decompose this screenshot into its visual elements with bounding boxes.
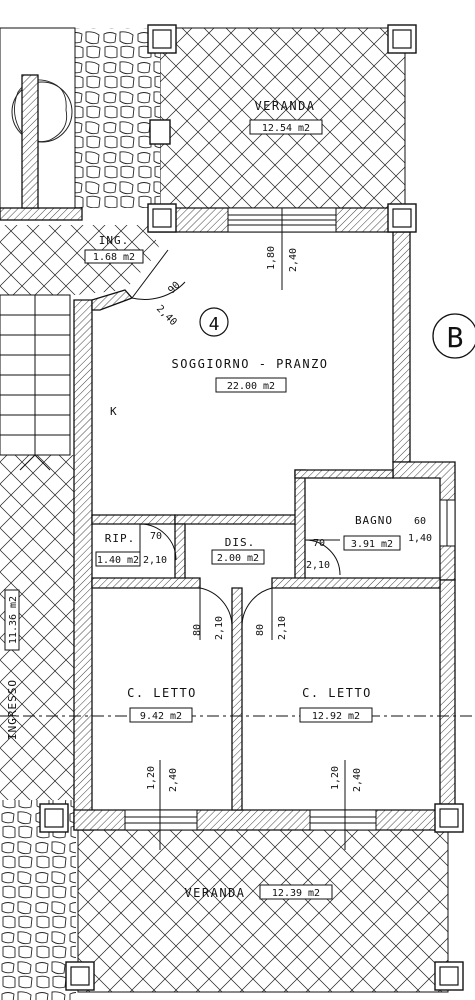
svg-text:2,10: 2,10	[214, 616, 225, 640]
svg-text:2,40: 2,40	[288, 248, 299, 272]
bagno-area: 3.91 m2	[351, 539, 393, 550]
svg-text:1,20: 1,20	[146, 766, 157, 790]
letto-right-area: 12.92 m2	[312, 711, 360, 722]
svg-text:2,10: 2,10	[306, 560, 330, 571]
svg-text:2,40: 2,40	[168, 768, 179, 792]
svg-text:1,40: 1,40	[408, 533, 432, 544]
dim-bagno-window: 60 1,40	[408, 516, 432, 544]
bagno-area-box	[343, 535, 401, 551]
garden-stone-bottom	[0, 800, 76, 1000]
veranda-bottom-area: 12.39 m2	[272, 888, 320, 899]
wall-entry-diagonal	[91, 289, 134, 311]
kitchen-mark: K	[110, 405, 118, 418]
ing-area: 1.68 m2	[93, 252, 135, 263]
dim-entry-door: 90 2,40	[154, 280, 183, 328]
veranda-top-area-box	[249, 119, 323, 135]
svg-text:INGRESSO: INGRESSO	[6, 679, 19, 740]
rip-name: RIP.	[105, 532, 136, 545]
dim-letto-left-door: 80 2,10	[192, 616, 225, 640]
window-letto-left	[124, 809, 198, 831]
letto-left-area: 9.42 m2	[140, 711, 182, 722]
staircase	[0, 294, 71, 471]
tree-foliage	[14, 79, 68, 143]
block-letter: B	[447, 321, 464, 354]
door-letto-left	[199, 587, 233, 640]
svg-text:80: 80	[255, 624, 266, 636]
letto-right-area-box	[299, 707, 373, 723]
svg-text:2,10: 2,10	[143, 555, 167, 566]
door-entry	[131, 249, 186, 300]
window-bagno	[439, 499, 456, 547]
wall-lower-horizontal-2	[271, 577, 441, 589]
door-letto-right	[241, 587, 273, 640]
dis-area-box	[211, 549, 265, 565]
svg-text:80: 80	[192, 624, 203, 636]
veranda-bottom-floor	[77, 819, 449, 993]
unit-number: 4	[209, 314, 220, 335]
unit-number-circle	[199, 307, 229, 337]
landing-floor	[0, 225, 160, 295]
veranda-bottom-area-box	[259, 884, 333, 900]
door-bagno	[304, 539, 341, 576]
veranda-top-area: 12.54 m2	[262, 123, 310, 134]
wall-right-upper	[392, 231, 411, 463]
dim-letto-right-door: 80 2,10	[255, 616, 288, 640]
wall-left	[73, 299, 93, 831]
dim-bagno-door: 70 2,10	[306, 538, 330, 571]
wall-rip-right	[174, 523, 186, 581]
wall-lower-horizontal	[91, 577, 201, 589]
dim-letto-right-window: 1,20 2,40	[330, 766, 363, 792]
wall-mid-horizontal-2	[174, 514, 301, 525]
letto-left-name: C. LETTO	[127, 686, 197, 700]
ing-name: ING.	[99, 234, 130, 247]
svg-text:2,40: 2,40	[154, 303, 179, 328]
svg-text:2,40: 2,40	[352, 768, 363, 792]
veranda-top-name: VERANDA	[254, 99, 315, 113]
svg-text:60: 60	[414, 516, 426, 527]
soggiorno-area: 22.00 m2	[227, 381, 275, 392]
wall-bagno-top	[294, 469, 394, 479]
wall-bedroom-divider	[231, 587, 243, 811]
svg-text:1,20: 1,20	[330, 766, 341, 790]
rip-area: 1.40 m2	[97, 555, 139, 566]
svg-text:11.36 m2: 11.36 m2	[8, 596, 19, 644]
soggiorno-area-box	[215, 377, 287, 393]
letto-left-area-box	[129, 707, 193, 723]
neighbour-pillar	[21, 74, 39, 209]
letto-right-name: C. LETTO	[302, 686, 372, 700]
ingresso-common-label: INGRESSO 11.36 m2	[4, 589, 20, 740]
column-posts	[39, 24, 464, 991]
svg-text:70: 70	[313, 538, 325, 549]
garden-stone-top	[75, 28, 160, 208]
rip-area-box	[95, 551, 141, 567]
wall-mid-horizontal	[91, 514, 176, 525]
svg-text:2,10: 2,10	[277, 616, 288, 640]
bagno-name: BAGNO	[355, 514, 393, 527]
dis-area: 2.00 m2	[217, 553, 259, 564]
dim-soggiorno-window: 1,80 2,40	[266, 246, 299, 272]
veranda-bottom-name: VERANDA	[184, 886, 245, 900]
dim-rip-door: 70 2,10	[143, 531, 167, 566]
block-circle	[432, 313, 475, 359]
wall-right-lower	[439, 579, 456, 831]
svg-text:70: 70	[150, 531, 162, 542]
svg-text:1,80: 1,80	[266, 246, 277, 270]
wall-bagno-left	[294, 469, 306, 581]
dim-letto-left-window: 1,20 2,40	[146, 766, 179, 792]
soggiorno-name: SOGGIORNO - PRANZO	[171, 357, 328, 371]
neighbour-ledge	[0, 207, 83, 221]
dis-name: DIS.	[225, 536, 256, 549]
ing-area-box	[84, 249, 144, 264]
window-letto-right	[309, 809, 377, 831]
